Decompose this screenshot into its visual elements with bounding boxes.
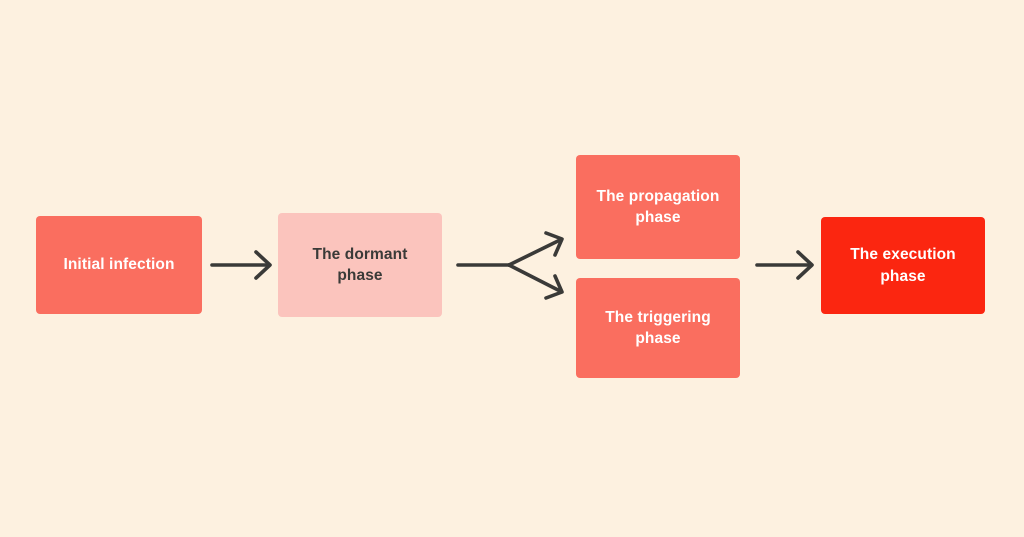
node-label-triggering-phase: The triggering phase	[605, 308, 711, 347]
node-label-initial-infection: Initial infection	[63, 256, 175, 274]
node-label-dormant-phase: The dormant phase	[312, 245, 408, 284]
node-triggering-phase[interactable]: The triggering phase	[576, 278, 740, 378]
node-propagation-phase[interactable]: The propagation phase	[576, 155, 740, 259]
node-label-propagation-phase: The propagation phase	[596, 187, 720, 226]
edge-branches-to-execution	[755, 250, 814, 280]
edge-dormant-branch	[456, 231, 564, 300]
edge-initial-to-dormant	[210, 250, 272, 280]
node-dormant-phase[interactable]: The dormant phase	[278, 213, 442, 317]
node-execution-phase[interactable]: The execution phase	[821, 217, 985, 314]
node-label-execution-phase: The execution phase	[850, 246, 956, 285]
node-initial-infection[interactable]: Initial infection	[36, 216, 202, 314]
